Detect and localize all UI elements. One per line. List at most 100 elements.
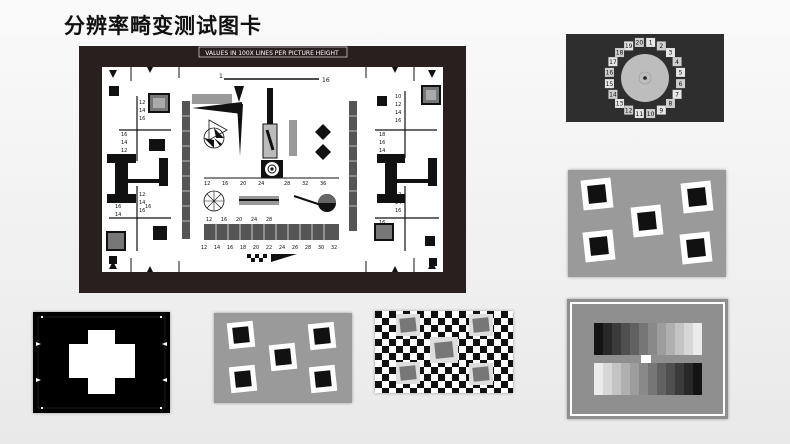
dial-number: 16	[606, 70, 614, 77]
svg-text:14: 14	[139, 108, 145, 114]
gray-step-bottom	[666, 363, 675, 395]
dial-number: 5	[679, 70, 683, 77]
dial-number: 3	[669, 50, 673, 57]
svg-text:16: 16	[121, 132, 127, 138]
gray-step-bottom	[621, 363, 630, 395]
checkerboard-chart	[375, 311, 513, 393]
svg-text:10: 10	[395, 94, 401, 100]
svg-text:16: 16	[139, 208, 145, 214]
gray-step-bottom	[657, 363, 666, 395]
gray-step-top	[666, 323, 675, 355]
svg-text:20: 20	[236, 217, 242, 223]
gray-step-bottom	[639, 363, 648, 395]
svg-text:16: 16	[379, 140, 385, 146]
dial-number: 10	[647, 111, 655, 118]
svg-text:14: 14	[214, 245, 220, 251]
distortion-cross-chart	[33, 312, 170, 413]
gray-step-bottom	[630, 363, 639, 395]
svg-text:16: 16	[222, 181, 228, 187]
dial-number-box	[672, 89, 682, 99]
svg-text:22: 22	[266, 245, 272, 251]
dial-number-box	[656, 41, 666, 51]
svg-text:16: 16	[139, 116, 145, 122]
svg-text:12: 12	[139, 192, 145, 198]
svg-text:12: 12	[201, 245, 207, 251]
page-title: 分辨率畸变测试图卡	[64, 14, 262, 38]
dial-number: 11	[636, 111, 644, 118]
svg-text:16: 16	[395, 118, 401, 124]
svg-text:20: 20	[253, 245, 259, 251]
svg-text:14: 14	[115, 212, 121, 218]
dial-number: 1	[649, 40, 653, 47]
slanted-edge-chart-large	[568, 170, 726, 277]
svg-text:14: 14	[395, 200, 401, 206]
dial-number: 4	[675, 59, 679, 66]
gray-step-bottom	[675, 363, 684, 395]
svg-text:16: 16	[221, 217, 227, 223]
gray-step-top	[684, 323, 693, 355]
dial-number-box	[634, 109, 644, 119]
dial-number: 2	[659, 43, 663, 50]
svg-text:14: 14	[395, 110, 401, 116]
gray-step-bottom	[594, 363, 603, 395]
gray-step-bottom	[684, 363, 693, 395]
gray-step-bottom	[693, 363, 702, 395]
dial-number: 6	[679, 81, 683, 88]
dial-number-box	[634, 37, 644, 47]
svg-text:18: 18	[379, 132, 385, 138]
gray-step-top	[594, 323, 603, 355]
svg-text:30: 30	[318, 245, 324, 251]
svg-text:12: 12	[206, 217, 212, 223]
svg-text:24: 24	[251, 217, 257, 223]
dial-number: 13	[616, 101, 624, 108]
dial-number-box	[676, 79, 686, 89]
slanted-edge-chart-small	[214, 313, 352, 403]
svg-text:14: 14	[139, 200, 145, 206]
svg-text:12: 12	[121, 148, 127, 154]
svg-text:16: 16	[227, 245, 233, 251]
gray-step-top	[630, 323, 639, 355]
svg-text:28: 28	[305, 245, 311, 251]
gray-step-top	[621, 323, 630, 355]
dial-number: 18	[616, 50, 624, 57]
dial-number: 17	[609, 59, 617, 66]
chart-header: VALUES IN 100X LINES PER PICTURE HEIGHT	[205, 50, 339, 57]
dial-number: 7	[675, 92, 679, 99]
dial-number: 12	[625, 107, 633, 114]
scale-start: 1	[219, 73, 223, 80]
svg-text:26: 26	[292, 245, 298, 251]
dial-number-box	[665, 98, 675, 108]
dial-number: 20	[636, 40, 644, 47]
dial-number-box	[665, 48, 675, 58]
svg-text:18: 18	[240, 245, 246, 251]
dial-number-box	[615, 98, 625, 108]
gray-step-bottom	[648, 363, 657, 395]
svg-text:12: 12	[139, 100, 145, 106]
gray-step-top	[612, 323, 621, 355]
gray-step-top	[693, 323, 702, 355]
svg-text:12: 12	[204, 181, 210, 187]
gray-step-top	[648, 323, 657, 355]
svg-text:28: 28	[284, 181, 290, 187]
gray-step-top	[603, 323, 612, 355]
iso-resolution-chart: VALUES IN 100X LINES PER PICTURE HEIGHT …	[79, 46, 466, 293]
gray-step-top	[639, 323, 648, 355]
dial-number-box	[615, 48, 625, 58]
svg-text:20: 20	[240, 181, 246, 187]
dial-number-box	[604, 67, 614, 77]
svg-text:12: 12	[395, 102, 401, 108]
scale-end: 16	[322, 77, 330, 84]
svg-text:36: 36	[320, 181, 326, 187]
dial-number: 19	[625, 43, 633, 50]
dial-number: 15	[606, 81, 614, 88]
gray-step-bottom	[603, 363, 612, 395]
dial-number-box	[672, 57, 682, 67]
dial-number-box	[624, 41, 634, 51]
dial-number-box	[624, 105, 634, 115]
dial-number-box	[608, 89, 618, 99]
svg-text:16: 16	[145, 204, 151, 210]
svg-text:32: 32	[302, 181, 308, 187]
gray-step-top	[657, 323, 666, 355]
dial-number-box	[646, 37, 656, 47]
